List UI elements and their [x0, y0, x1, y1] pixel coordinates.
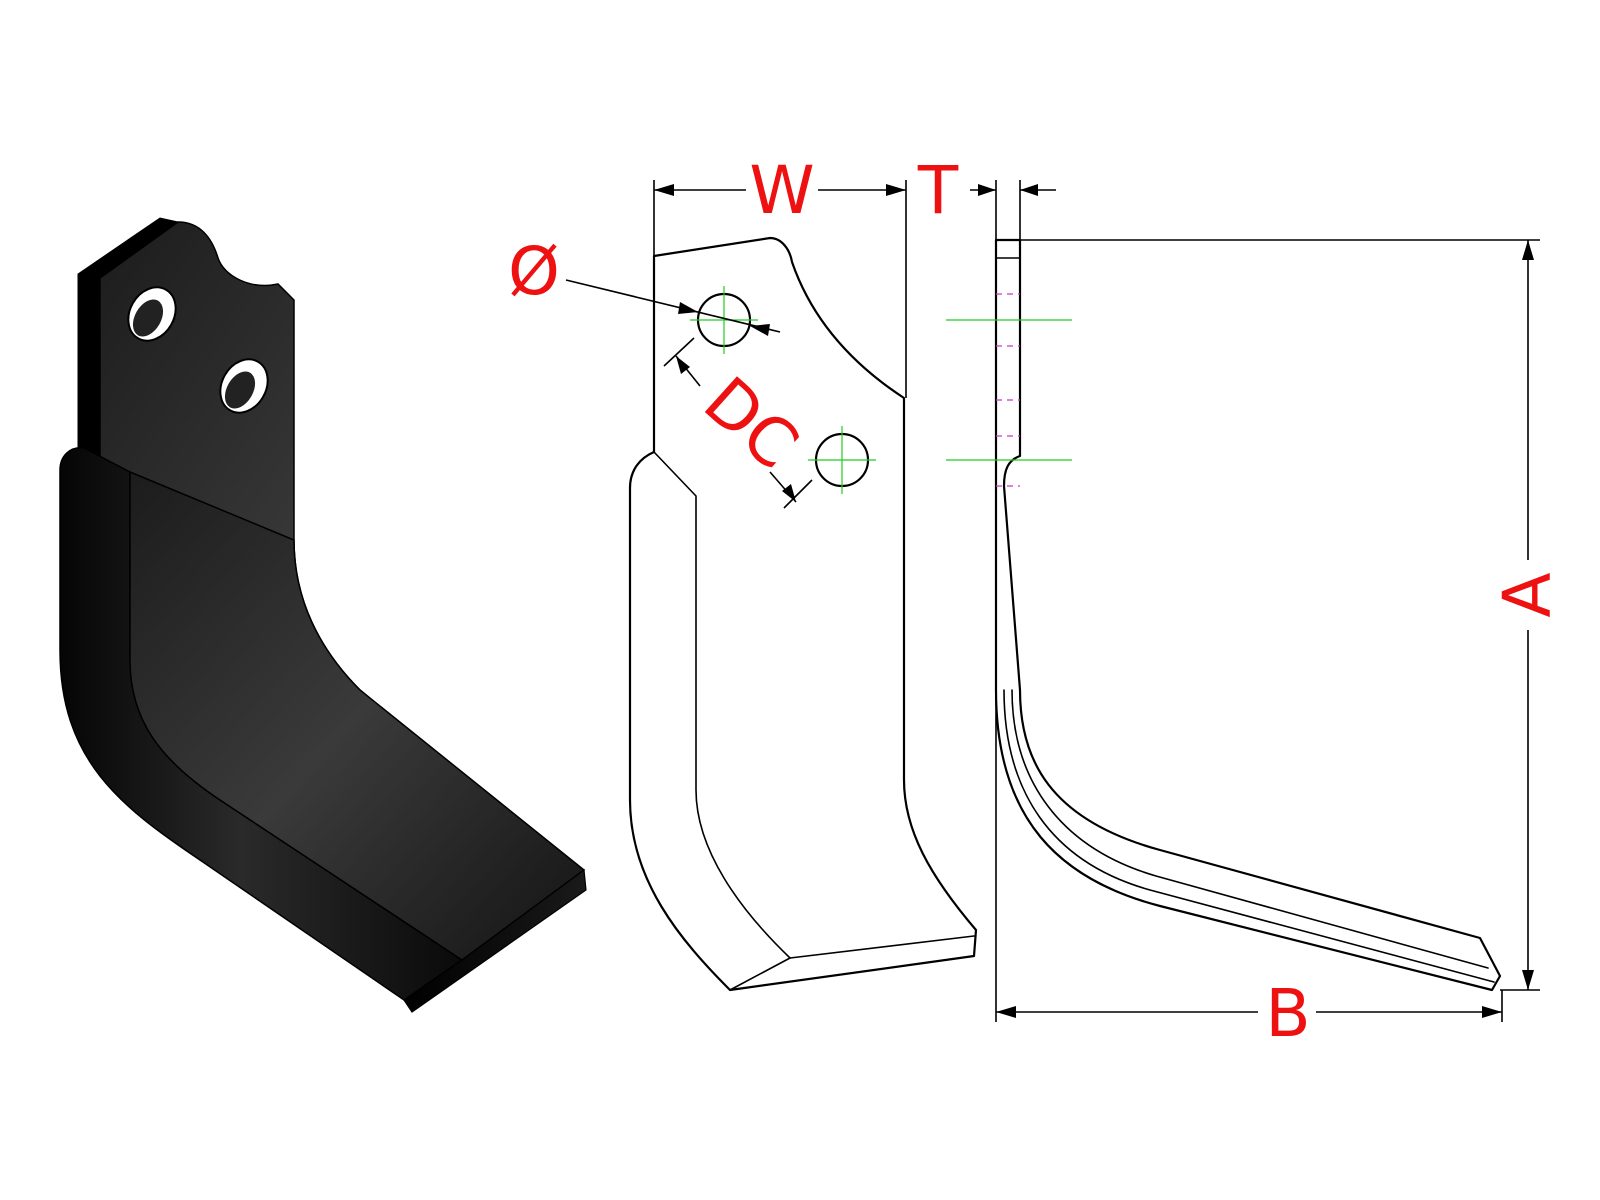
dimension-b: B	[995, 690, 1503, 1052]
dimension-w: W	[653, 152, 907, 398]
dimension-b-label: B	[1265, 975, 1310, 1052]
blade-3d-cutting-edge	[403, 868, 587, 1013]
blade-3d-blade-face	[129, 470, 586, 961]
blade-3d-hole-upper	[127, 286, 177, 342]
dimension-a-label: A	[1489, 572, 1566, 617]
dimension-w-label: W	[749, 152, 814, 229]
front-view-bend-line	[653, 451, 791, 959]
dimension-t-label: T	[917, 152, 959, 229]
blade-front-view	[628, 236, 978, 992]
blade-side-view	[946, 238, 1502, 992]
front-view-bevel-line	[789, 935, 975, 959]
dimension-diameter-label: Ø	[508, 233, 560, 310]
dimension-t: T	[917, 152, 1056, 240]
blade-3d-hole-lower	[219, 358, 269, 414]
blade-3d-view	[59, 217, 587, 1013]
front-view-bevel-corner	[729, 957, 791, 991]
side-view-outline	[994, 238, 1502, 992]
side-view-inner-line-1	[1003, 689, 1495, 983]
side-view-centerlines	[946, 319, 1072, 461]
side-view-inner-line-2	[1011, 689, 1489, 969]
front-view-outline	[628, 236, 978, 992]
side-view-hidden-holes	[996, 293, 1020, 487]
dimension-a: A	[1020, 239, 1566, 991]
front-view-center-marks	[690, 286, 876, 494]
dimension-diameter: Ø	[508, 233, 781, 336]
